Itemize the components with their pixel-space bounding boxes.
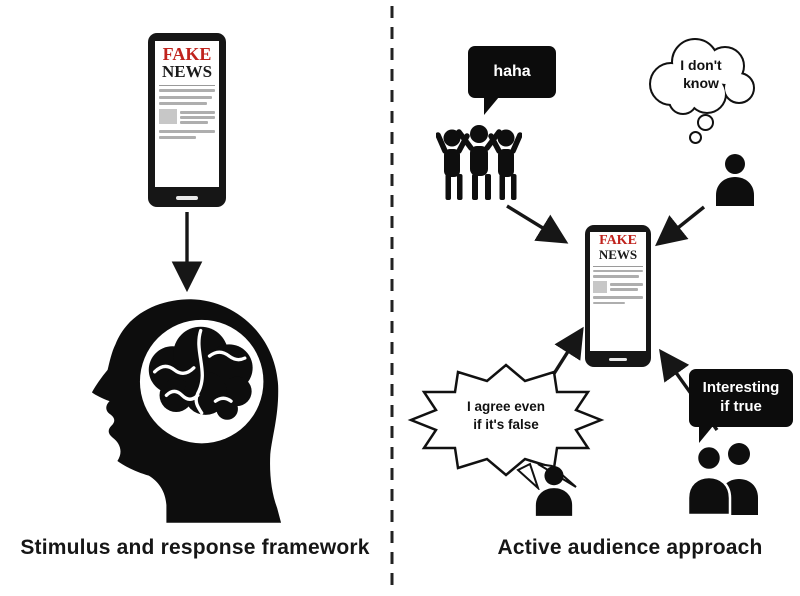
dont-know-line2: know bbox=[683, 75, 719, 92]
article-line bbox=[593, 275, 639, 278]
group-of-people-icon bbox=[436, 125, 522, 200]
speech-tail bbox=[699, 426, 713, 443]
fake-news-headline-bottom: NEWS bbox=[598, 247, 638, 263]
phone-screen: FAKE NEWS bbox=[155, 41, 219, 187]
interesting-text: Interesting if true bbox=[703, 379, 780, 417]
raised-arms bbox=[436, 129, 522, 154]
article-line bbox=[159, 95, 212, 99]
article-thumbnail bbox=[159, 108, 177, 124]
article-thumbnail bbox=[593, 280, 607, 293]
brain-icon bbox=[148, 326, 253, 420]
dont-know-text: I don't know bbox=[645, 56, 757, 92]
fake-news-headline-top: FAKE bbox=[162, 44, 212, 64]
article-line bbox=[159, 136, 196, 140]
interesting-line1: Interesting bbox=[702, 379, 780, 397]
interesting-line2: if true bbox=[720, 398, 762, 415]
article-divider bbox=[159, 84, 215, 86]
dont-know-line1: I don't bbox=[680, 57, 722, 73]
left-caption: Stimulus and response framework bbox=[20, 536, 370, 559]
phone-home-button bbox=[609, 358, 627, 361]
thought-bubble: I don't know bbox=[645, 36, 757, 122]
phone-screen: FAKE NEWS bbox=[590, 232, 646, 351]
article-line bbox=[159, 102, 208, 106]
haha-text: haha bbox=[493, 63, 531, 80]
article-line bbox=[593, 296, 643, 299]
thought-trail-dot bbox=[689, 131, 702, 144]
head-with-brain-icon bbox=[91, 299, 282, 523]
article-line bbox=[593, 269, 643, 273]
article-lines bbox=[180, 109, 215, 127]
agree-line2: if it's false bbox=[473, 417, 539, 433]
interesting-speech-bubble: Interesting if true bbox=[689, 369, 793, 443]
thought-trail-dot bbox=[697, 114, 714, 131]
person-icon-agree bbox=[535, 466, 573, 516]
article-divider bbox=[593, 265, 643, 267]
haha-speech-bubble: haha bbox=[468, 46, 556, 115]
fake-news-headline-top: FAKE bbox=[599, 233, 637, 248]
arrow-group-to-phone bbox=[506, 204, 569, 244]
article-image-row bbox=[593, 280, 643, 294]
brain-folds bbox=[152, 328, 247, 415]
smartphone-left: FAKE NEWS bbox=[148, 33, 226, 207]
smartphone-right: FAKE NEWS bbox=[585, 225, 651, 367]
article-line bbox=[159, 89, 215, 93]
agree-text: I agree even if it's false bbox=[406, 398, 606, 434]
two-people-icon bbox=[687, 443, 758, 515]
cloud-shape bbox=[649, 38, 755, 115]
fake-news-headline-bottom: NEWS bbox=[161, 62, 213, 82]
phone-home-button bbox=[176, 196, 198, 200]
article-line bbox=[159, 129, 215, 133]
right-caption: Active audience approach bbox=[497, 536, 763, 559]
arrow-doubter-to-phone bbox=[655, 205, 706, 247]
agree-line1: I agree even bbox=[466, 399, 546, 414]
person-icon-doubter bbox=[716, 154, 754, 206]
starburst-speech-bubble: I agree even if it's false bbox=[406, 360, 606, 492]
speech-tail bbox=[484, 97, 499, 115]
article-line bbox=[593, 301, 625, 305]
starburst-spike bbox=[516, 462, 541, 492]
article-lines bbox=[610, 281, 643, 294]
article-image-row bbox=[159, 108, 215, 127]
